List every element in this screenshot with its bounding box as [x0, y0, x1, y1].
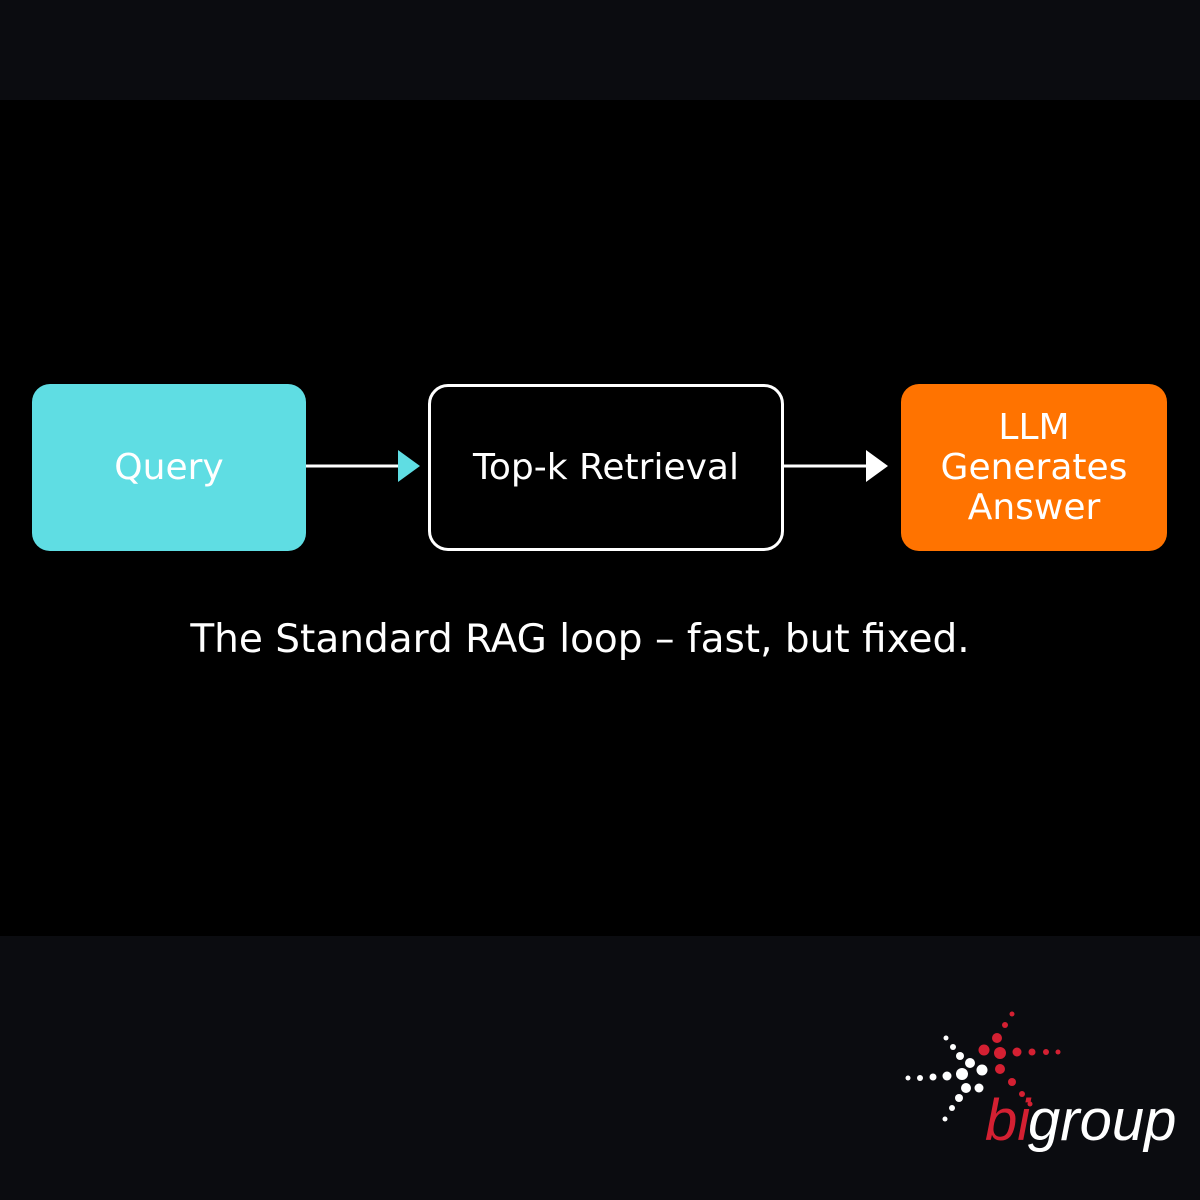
node-llm-label-line-1: LLM — [998, 406, 1070, 448]
logo-red-dots — [978, 1011, 1061, 1107]
node-llm-label-line-2: Generates — [940, 446, 1128, 488]
diagram-caption: The Standard RAG loop – fast, but fixed. — [190, 617, 970, 662]
node-query-label: Query — [114, 447, 224, 488]
logo-text-group: group — [1028, 1088, 1176, 1153]
bigroup-logo-mark: bi group — [905, 1011, 1176, 1153]
node-llm-label-line-3: Answer — [967, 486, 1101, 528]
logo-text-bi: bi — [985, 1088, 1032, 1153]
node-top-k-retrieval: Top-k Retrieval — [428, 384, 784, 551]
node-query: Query — [32, 384, 306, 551]
node-llm-generates-answer: LLM Generates Answer — [901, 384, 1167, 551]
bigroup-logo: bi group — [900, 1000, 1180, 1160]
node-retrieval-label: Top-k Retrieval — [472, 447, 739, 488]
logo-white-dots — [905, 1035, 988, 1122]
